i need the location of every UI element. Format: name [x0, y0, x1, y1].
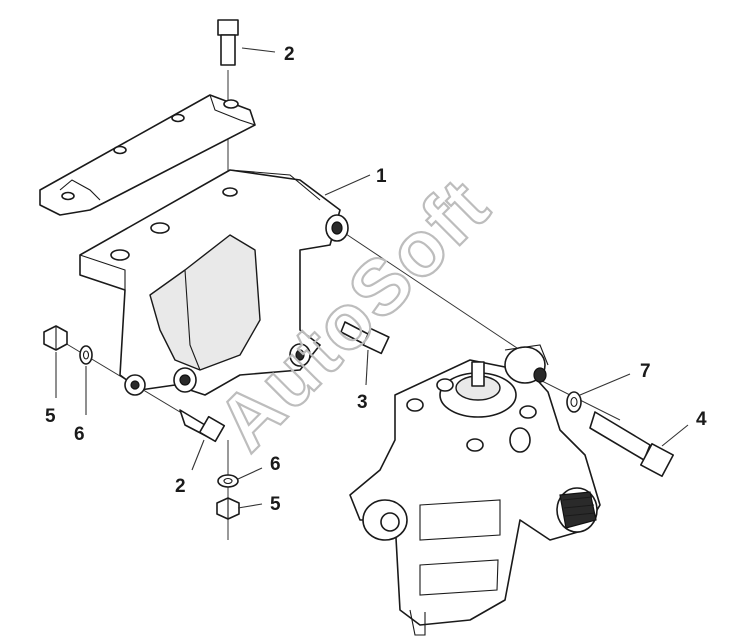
bolt-right — [589, 411, 675, 478]
bolt-top — [217, 19, 239, 66]
callout-washer-right: 7 — [640, 361, 651, 382]
callout-bolt-bottom: 2 — [175, 476, 186, 497]
washer-bottom — [217, 474, 239, 488]
mounting-plate — [39, 94, 256, 216]
nut-left — [43, 325, 68, 351]
steering-gear-box — [349, 344, 601, 636]
callout-bolt-top: 2 — [284, 44, 295, 65]
washer-left — [79, 345, 93, 365]
callout-nut-left: 5 — [45, 406, 56, 427]
bolt-middle — [340, 321, 390, 355]
callout-bolt-right: 4 — [696, 409, 707, 430]
bolt-bottom — [179, 409, 226, 443]
leader-lines — [55, 47, 689, 509]
callout-bolt-middle: 3 — [357, 392, 368, 413]
steering-bracket — [79, 169, 349, 396]
callout-bracket: 1 — [376, 166, 387, 187]
callout-washer-left: 6 — [74, 424, 85, 445]
callout-nut-bottom: 5 — [270, 494, 281, 515]
callout-labels: 1 2 2 3 4 5 5 6 6 7 — [45, 44, 707, 515]
nut-bottom — [216, 497, 240, 520]
callout-washer-bottom: 6 — [270, 454, 281, 475]
washer-right — [566, 391, 582, 413]
